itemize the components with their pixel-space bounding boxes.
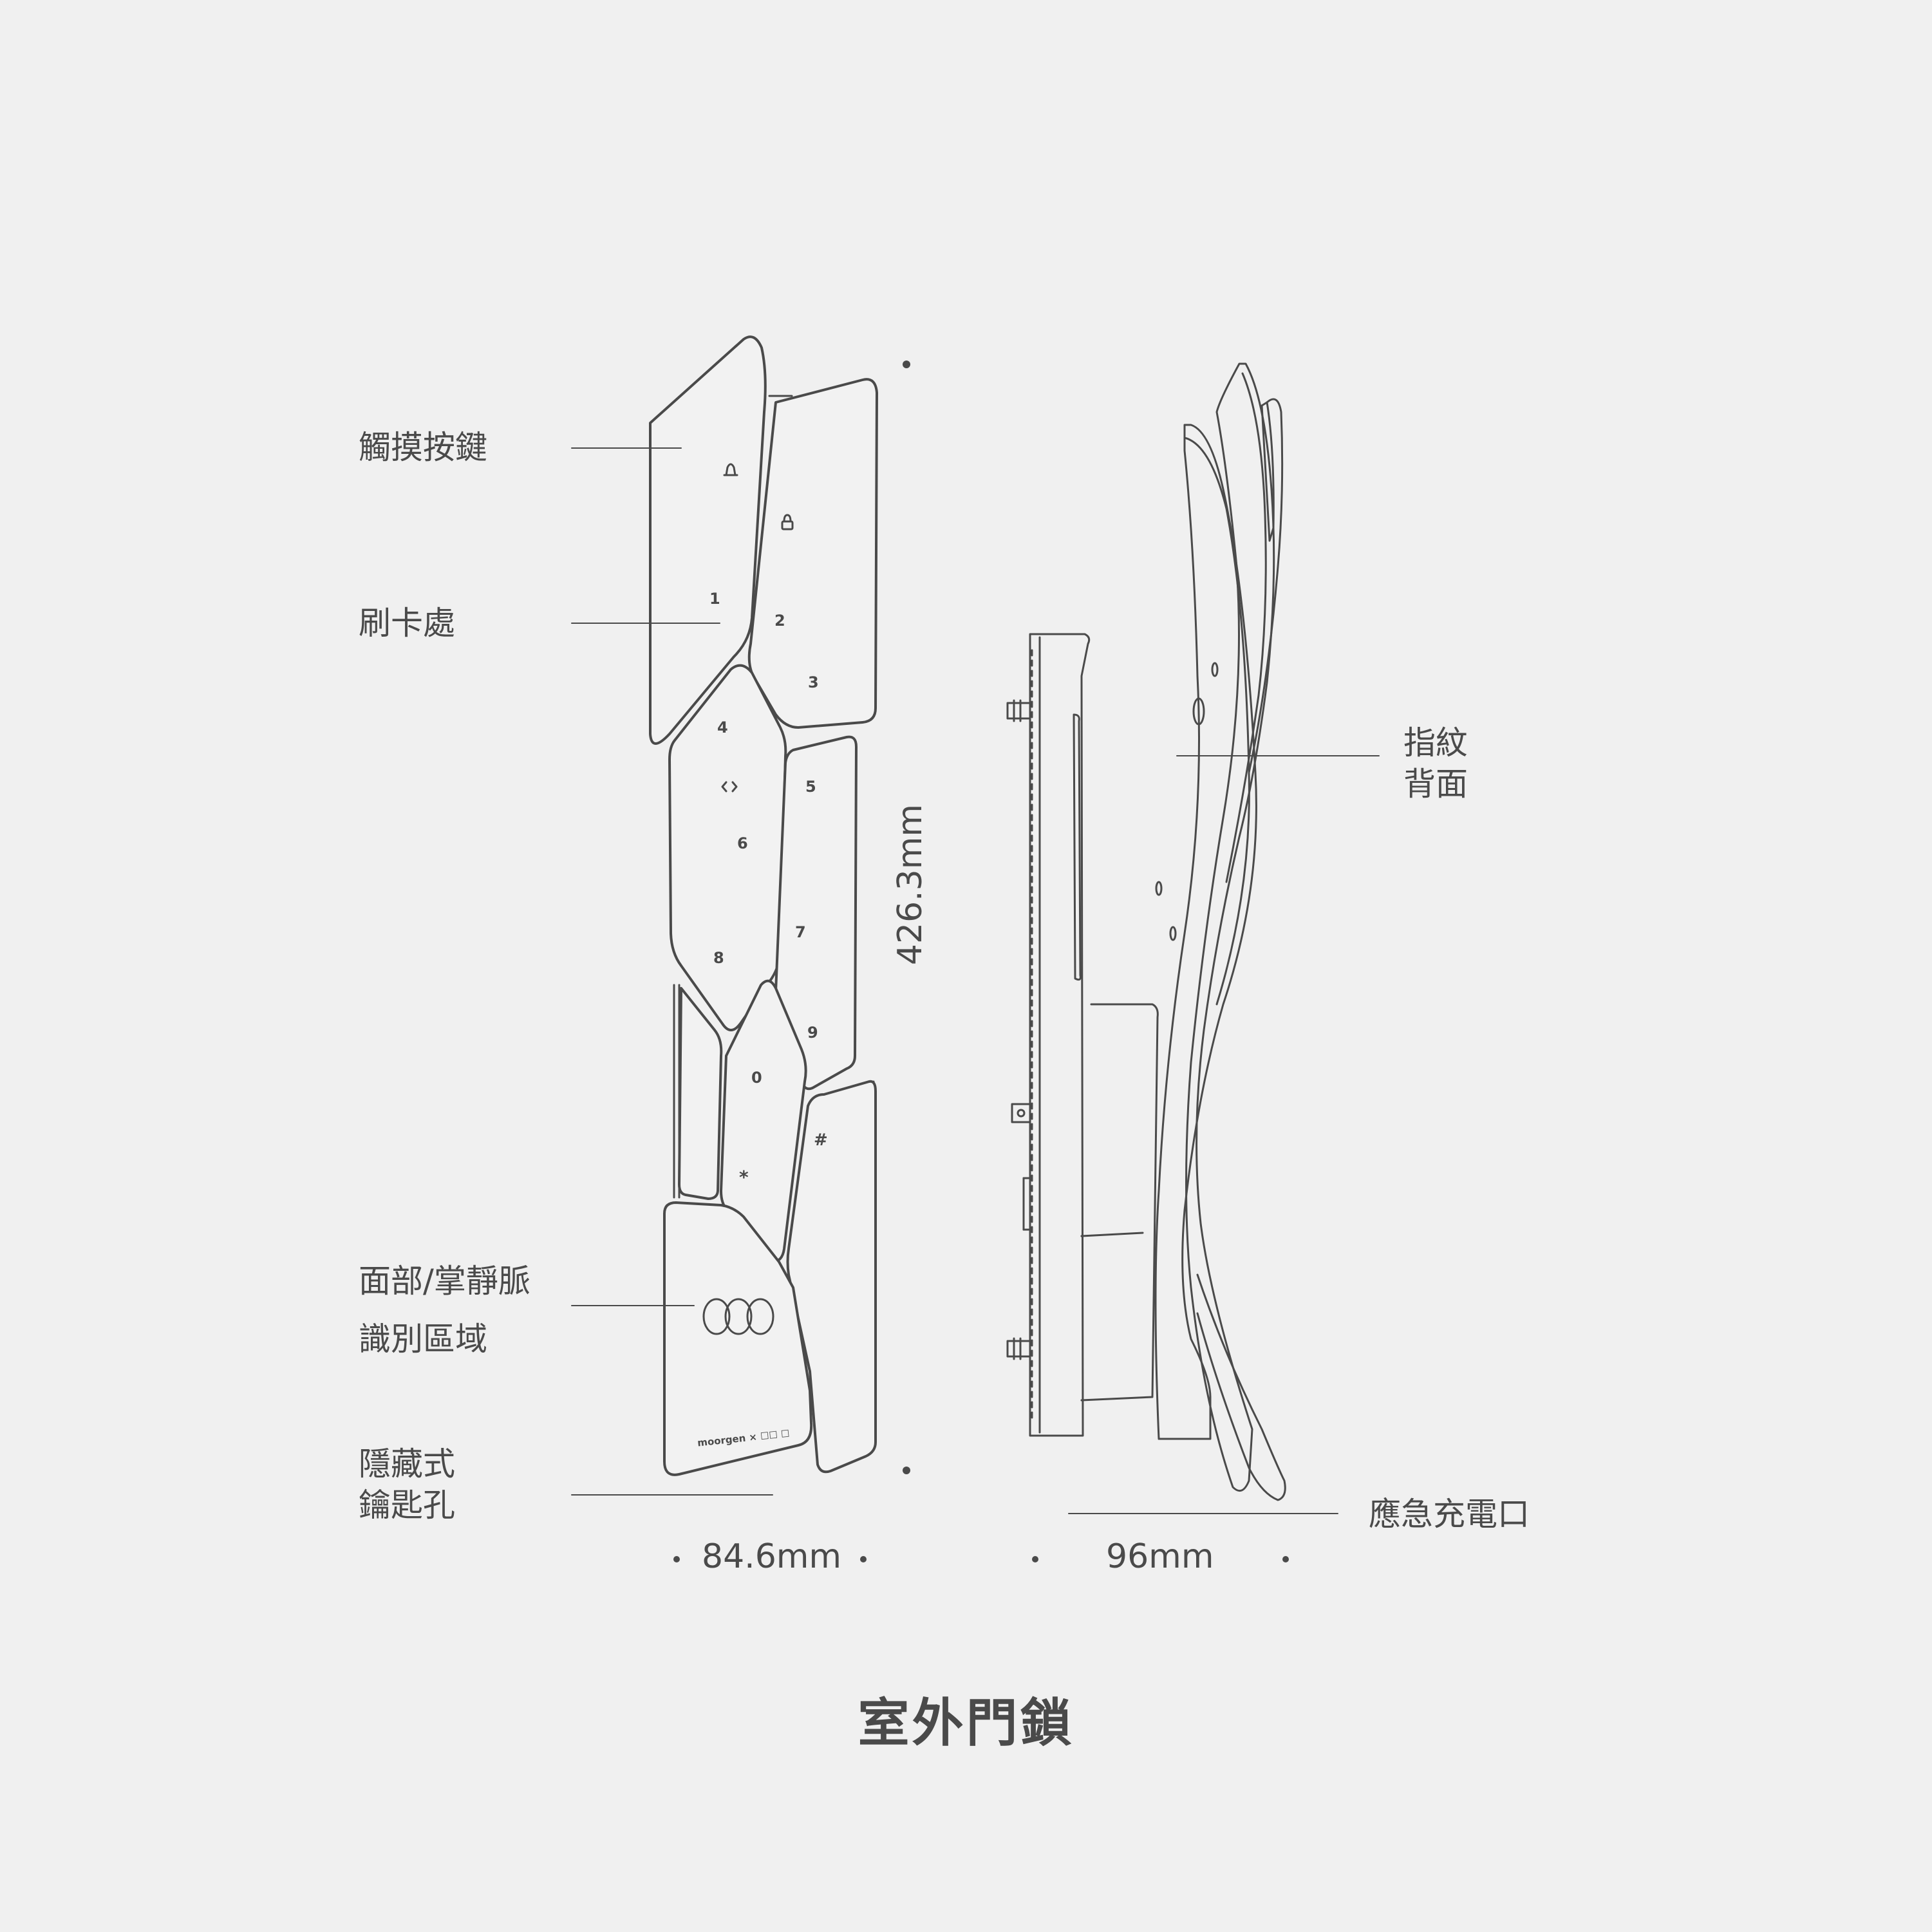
face-sensor-icon — [702, 1298, 774, 1335]
dimension-dots — [673, 361, 1289, 1562]
key-9[interactable]: 9 — [807, 1024, 818, 1042]
label-fingerprint-1: 指紋 — [1403, 724, 1468, 762]
key-star[interactable]: * — [739, 1167, 749, 1188]
label-card-area: 刷卡處 — [359, 605, 455, 642]
dimension-front-width: 84.6mm — [702, 1537, 842, 1576]
panel-top-left — [649, 335, 767, 745]
panel-middle-right — [773, 735, 858, 1091]
panel-small-left — [678, 987, 723, 1200]
code-icon — [721, 781, 738, 792]
key-2[interactable]: 2 — [774, 612, 785, 630]
key-1[interactable]: 1 — [709, 590, 720, 608]
label-fingerprint-2: 背面 — [1403, 765, 1468, 803]
panel-top-right — [747, 378, 878, 729]
key-0[interactable]: 0 — [751, 1069, 762, 1087]
dimension-side-width: 96mm — [1106, 1537, 1214, 1576]
leader-lines — [571, 447, 1380, 1514]
lock-icon — [781, 514, 794, 530]
key-6[interactable]: 6 — [737, 834, 748, 852]
dimension-height: 426.3mm — [891, 803, 930, 966]
label-keyhole-1: 隱藏式 — [359, 1445, 455, 1483]
panel-face — [663, 1201, 813, 1476]
key-7[interactable]: 7 — [795, 923, 806, 941]
page-title: 室外門鎖 — [858, 1693, 1074, 1753]
key-5[interactable]: 5 — [805, 778, 816, 796]
label-face-palm-1: 面部/掌靜脈 — [359, 1262, 530, 1300]
label-keyhole-2: 鑰匙孔 — [359, 1487, 455, 1524]
side-view — [1006, 362, 1286, 1501]
doorbell-icon — [723, 463, 738, 476]
label-emergency-port: 應急充電口 — [1369, 1496, 1530, 1533]
key-8[interactable]: 8 — [713, 949, 724, 967]
key-3[interactable]: 3 — [808, 673, 819, 691]
label-face-palm-2: 識別區域 — [359, 1320, 487, 1358]
key-hash[interactable]: # — [814, 1130, 828, 1150]
key-4[interactable]: 4 — [717, 718, 728, 736]
label-touch-keys: 觸摸按鍵 — [359, 429, 487, 466]
panel-hash — [786, 1080, 877, 1474]
